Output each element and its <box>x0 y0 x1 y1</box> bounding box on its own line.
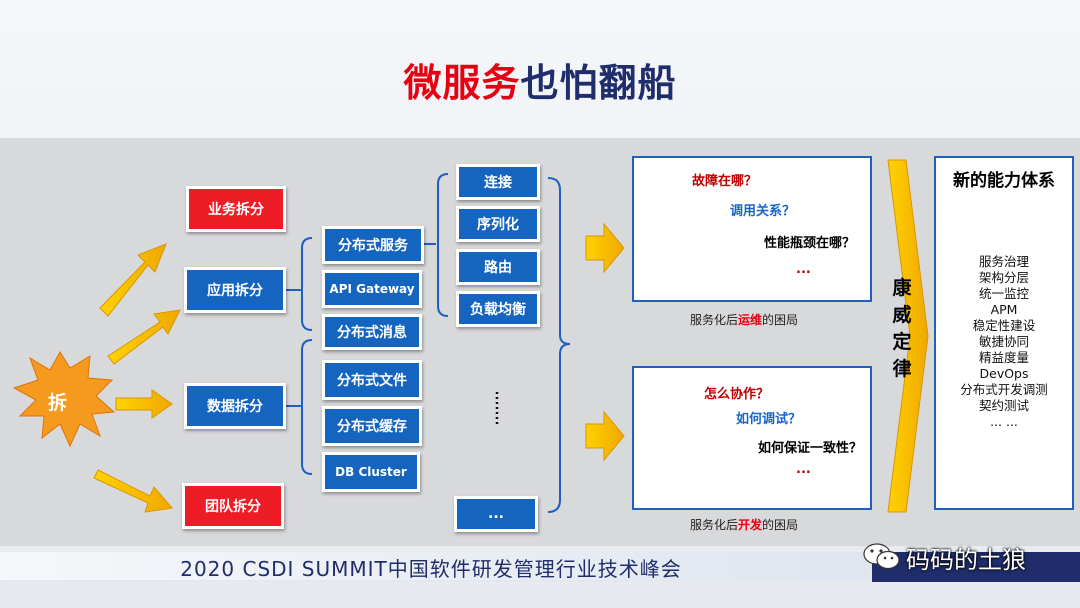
ops-q-perf: 性能瓶颈在哪？ <box>764 236 856 251</box>
dist-message-box: 分布式消息 <box>322 314 422 350</box>
capability-item: 统一监控 <box>978 286 1029 301</box>
dist-file-box: 分布式文件 <box>322 360 422 400</box>
wechat-icon <box>863 543 900 570</box>
ops-caption: 服务化后运维的困局 <box>690 311 798 328</box>
ops-caption-highlight: 运维 <box>738 313 763 327</box>
capability-list: 服务治理 架构分层 统一监控 APM 稳定性建设 敏捷协同 精益度量 DevOp… <box>936 254 1072 430</box>
api-gateway-box: API Gateway <box>322 270 422 308</box>
ops-caption-post: 的困局 <box>762 313 799 327</box>
application-split-box: 应用拆分 <box>184 267 286 313</box>
capability-item: 契约测试 <box>978 398 1029 413</box>
arrow-to-business <box>99 243 167 317</box>
conway-law-text: 康威定律 <box>892 277 912 380</box>
footer-bar: 2020 CSDI SUMMIT中国软件研发管理行业技术峰会 <box>0 552 870 581</box>
capability-item: 架构分层 <box>978 270 1029 285</box>
dev-q-debug: 如何调试？ <box>736 412 802 427</box>
route-box: 路由 <box>456 249 540 285</box>
dev-caption-pre: 服务化后 <box>690 518 739 532</box>
footer-summit-text: 2020 CSDI SUMMIT中国软件研发管理行业技术峰会 <box>180 557 682 581</box>
load-balance-box: 负载均衡 <box>456 291 540 327</box>
conway-law-label: 康威定律 <box>882 275 922 383</box>
capability-system-card: 新的能力体系 服务治理 架构分层 统一监控 APM 稳定性建设 敏捷协同 精益度… <box>934 156 1074 510</box>
arrow-to-ops-card <box>585 222 625 274</box>
capability-system-title: 新的能力体系 <box>953 171 1055 191</box>
dev-caption-post: 的困局 <box>762 518 799 532</box>
capability-item: APM <box>990 302 1018 317</box>
ops-q-more: ... <box>796 262 811 277</box>
capability-item: 服务治理 <box>978 254 1029 269</box>
footer-band: 2020 CSDI SUMMIT中国软件研发管理行业技术峰会 <box>0 552 1080 582</box>
title-part-red: 微服务 <box>403 61 521 105</box>
ellipsis-box: ... <box>454 496 538 532</box>
ops-problem-card <box>632 156 872 302</box>
dist-cache-box: 分布式缓存 <box>322 406 422 446</box>
capability-item: 稳定性建设 <box>972 318 1036 333</box>
serialize-box: 序列化 <box>456 206 540 242</box>
title-part-navy: 也怕翻船 <box>520 61 677 105</box>
arrow-to-team <box>93 469 173 513</box>
data-split-box: 数据拆分 <box>184 383 286 429</box>
dev-caption-highlight: 开发 <box>738 518 763 532</box>
dev-q-consistency: 如何保证一致性？ <box>758 441 863 456</box>
conway-chevron <box>887 159 929 513</box>
burst-label: 拆 <box>48 392 68 414</box>
ops-caption-pre: 服务化后 <box>690 313 739 327</box>
capability-item: 敏捷协同 <box>978 334 1029 349</box>
arrow-to-data <box>115 389 173 419</box>
dev-q-more: ... <box>796 462 811 477</box>
capability-item: ... ... <box>990 414 1018 429</box>
arrow-to-dev-card <box>585 410 625 462</box>
footer-logo-block <box>872 552 1080 582</box>
watermark-text: 码码的土狼 <box>906 546 1026 574</box>
dist-service-box: 分布式服务 <box>322 226 424 264</box>
dev-problem-card <box>632 366 872 510</box>
dev-q-collab: 怎么协作？ <box>704 387 770 402</box>
ops-q-fault: 故障在哪？ <box>692 174 758 189</box>
connect-box: 连接 <box>456 164 540 200</box>
arrow-to-application <box>107 309 181 365</box>
business-split-box: 业务拆分 <box>186 186 286 232</box>
capability-item: 精益度量 <box>978 350 1029 365</box>
slide-title: 微服务也怕翻船 <box>0 52 1080 107</box>
dev-caption: 服务化后开发的困局 <box>690 516 798 533</box>
capability-item: DevOps <box>979 366 1029 381</box>
ops-q-call: 调用关系？ <box>730 204 796 219</box>
db-cluster-box: DB Cluster <box>322 452 420 492</box>
capability-item: 分布式开发调测 <box>960 382 1048 397</box>
team-split-box: 团队拆分 <box>182 483 284 529</box>
burst-icon <box>12 351 116 448</box>
